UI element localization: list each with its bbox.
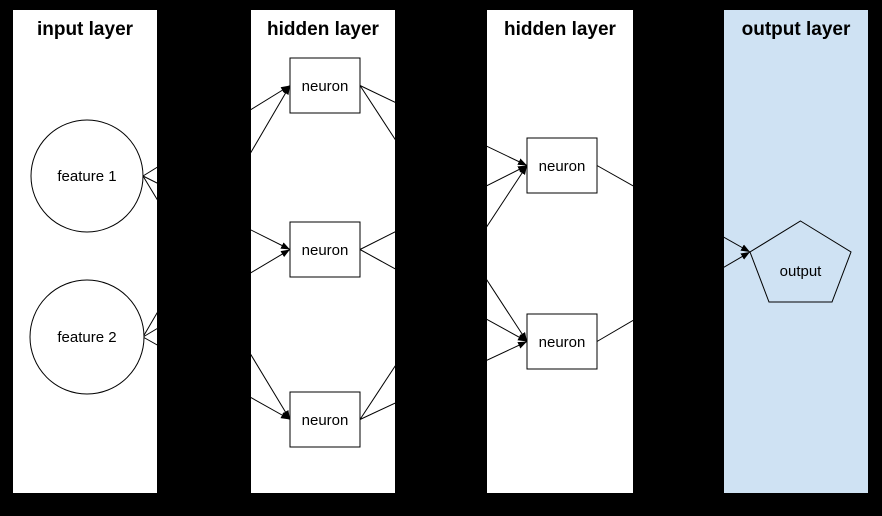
node-h1-neuron-3 [289,391,361,448]
hidden-layer-2-nodes: neuron neuron [526,137,598,370]
panel-input-layer [13,10,157,493]
layer-title-hidden-2: hidden layer [504,19,617,40]
input-layer-nodes: feature 1 feature 2 [29,119,145,395]
layer-titles: input layer hidden layer hidden layer ou… [37,19,851,40]
node-label: feature 2 [57,329,116,346]
node-label: neuron [302,242,349,259]
layer-title-input: input layer [37,19,134,40]
node-h2-neuron-1 [526,137,598,194]
node-label: neuron [302,412,349,429]
node-label: neuron [539,334,586,351]
node-feature-1 [30,119,144,233]
node-label: neuron [539,158,586,175]
node-output [749,220,852,303]
output-layer-nodes: output [749,220,852,303]
node-h1-neuron-1 [289,57,361,114]
hidden-layer-1-nodes: neuron neuron neuron [289,57,361,448]
layer-title-hidden-1: hidden layer [267,19,380,40]
node-label: feature 1 [57,168,116,185]
node-h1-neuron-2 [289,221,361,278]
panel-hidden-layer-2 [487,10,633,493]
node-label: neuron [302,78,349,95]
node-h2-neuron-2 [526,313,598,370]
node-label: output [780,263,823,280]
node-feature-2 [29,279,145,395]
layer-title-output: output layer [742,19,851,40]
